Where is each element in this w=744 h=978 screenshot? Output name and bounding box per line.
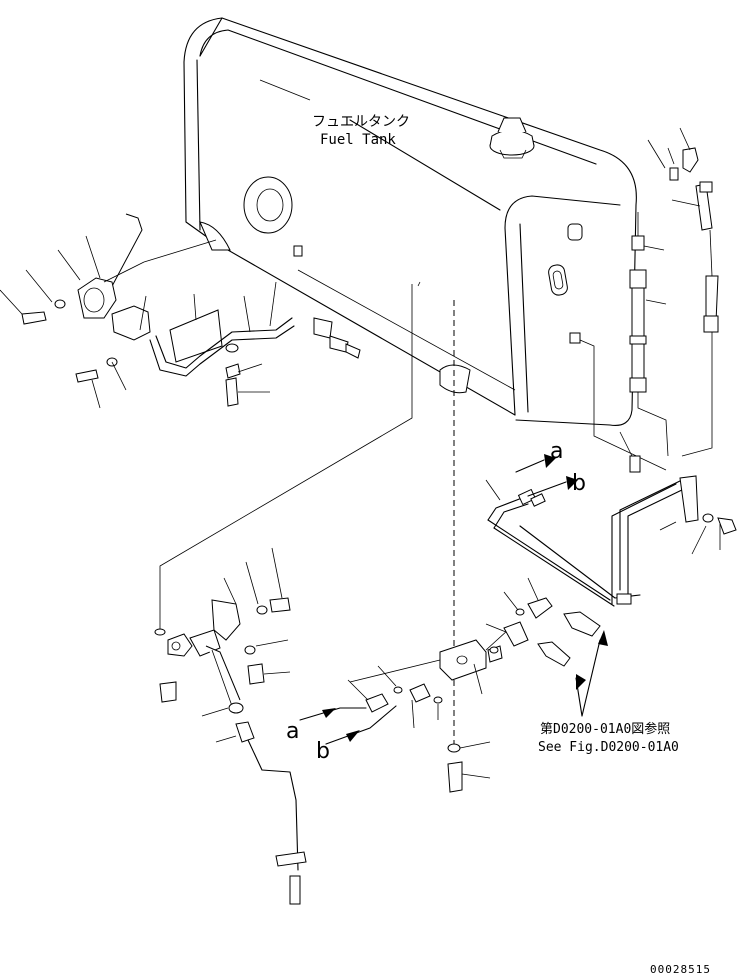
pointer-b-lower: b xyxy=(316,739,330,764)
fuel-tank-label-jp: フュエルタンク xyxy=(312,114,410,130)
reference-label-en: See Fig.D0200-01A0 xyxy=(538,740,679,755)
reference-label-jp: 第D0200-01A0図参照 xyxy=(540,721,670,737)
pointer-a-upper: a xyxy=(550,439,563,464)
left-upper-assembly xyxy=(0,213,516,409)
fuel-tank-label-en: Fuel Tank xyxy=(320,132,396,148)
arrows xyxy=(299,454,608,745)
pointer-b-upper: b xyxy=(572,471,586,496)
right-fittings xyxy=(579,127,719,471)
bracket xyxy=(679,475,699,523)
clamp xyxy=(275,851,307,867)
lower-middle-assembly xyxy=(347,577,601,793)
clip xyxy=(629,455,641,473)
tank-drain-bracket xyxy=(439,364,471,394)
sight-gauge xyxy=(548,264,568,296)
pointer-a-lower: a xyxy=(286,719,299,744)
junction-block xyxy=(439,639,487,681)
document-number: 00028515 xyxy=(650,963,711,976)
tube-assembly-right xyxy=(485,431,737,607)
fuel-cap xyxy=(489,117,535,159)
tank-port xyxy=(243,176,293,234)
flange xyxy=(77,277,117,319)
lower-left-assembly xyxy=(154,547,307,905)
fuel-tank xyxy=(183,17,637,426)
bracket-lower xyxy=(211,599,241,641)
